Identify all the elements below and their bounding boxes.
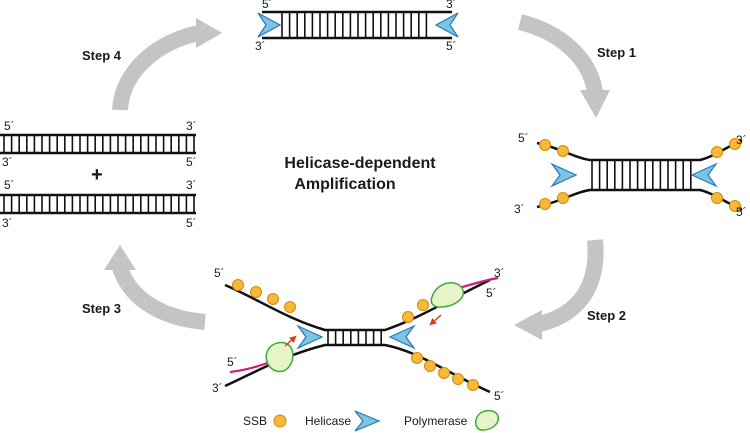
ssb-icon	[411, 352, 423, 364]
cycle-arrows	[112, 14, 604, 333]
fork1-base-pairs	[591, 160, 692, 190]
left2-end-5-right: 5´	[186, 216, 197, 230]
left1-end-5-right: 5´	[186, 155, 197, 169]
arrowhead-step3	[104, 245, 136, 270]
fork2-end-3-bottom-left: 3´	[212, 381, 223, 395]
fork1-end-5-right: 5´	[736, 205, 747, 219]
left1-end-5: 5´	[4, 119, 15, 133]
arrowhead-step4	[196, 18, 222, 48]
helicase-icon-fork1-left	[550, 162, 578, 188]
plus-sign: +	[91, 164, 103, 186]
helicase-icon-fork1-right	[690, 162, 718, 188]
helicase-icon-fork2-right	[388, 324, 416, 350]
fork2-end-5-top-left: 5´	[214, 266, 225, 280]
left-dsdna-1: 5´ 3´ 3´ 5´	[0, 119, 197, 169]
ssb-icon	[284, 301, 296, 313]
cycle-arrow-step3	[112, 265, 206, 330]
top-end-3-right: 3´	[446, 0, 457, 11]
left2-end-5: 5´	[4, 178, 15, 192]
legend-helicase-label: Helicase	[305, 414, 351, 428]
fork2-base-pairs	[327, 330, 383, 345]
ssb-icon	[267, 293, 279, 305]
ssb-icon	[452, 373, 464, 385]
direction-arrow-top	[429, 314, 442, 326]
legend-ssb-label: SSB	[243, 414, 267, 428]
step-1-label: Step 1	[597, 45, 636, 60]
legend-polymerase-icon	[475, 409, 499, 431]
fork2-end-5-primer-top: 5´	[486, 286, 497, 300]
cycle-arrow-step4	[112, 25, 202, 111]
direction-arrow-bottom	[284, 335, 297, 347]
legend-ssb-icon	[273, 414, 287, 428]
fork2-end-5-bottom-right: 5´	[494, 389, 505, 403]
ssb-icon	[729, 200, 741, 212]
helicase-icon-top-left	[257, 12, 282, 38]
ssb-icon	[250, 286, 262, 298]
ssb-icon	[539, 198, 551, 210]
arrowhead-step2	[514, 310, 542, 340]
fork2-end-3-top-right: 3´	[494, 266, 505, 280]
cycle-arrow-step2	[533, 239, 604, 333]
replication-fork-bottom: 5´ 3´ 5´ 5´ 3´ 5´	[212, 266, 505, 403]
left1-end-3-right: 3´	[186, 119, 197, 133]
title-line-1: Helicase-dependent	[284, 155, 436, 172]
polymerase-icon-bottom	[265, 341, 294, 373]
top-end-5-left: 5´	[262, 0, 273, 11]
left2-end-3-right: 3´	[186, 178, 197, 192]
ssb-icon	[402, 311, 414, 323]
title-line-2: Amplification	[294, 176, 395, 193]
cycle-arrowheads	[104, 18, 610, 340]
ssb-icon	[438, 367, 450, 379]
cycle-arrow-step1	[517, 14, 603, 94]
step-4-label: Step 4	[82, 48, 122, 63]
fork1-end-5-left: 5´	[518, 131, 529, 145]
ssb-icon	[729, 138, 741, 150]
ssb-icon	[711, 146, 723, 158]
left1-end-3-left: 3´	[2, 155, 13, 169]
helicase-icon-fork2-left	[296, 324, 324, 350]
ssb-icon	[467, 379, 479, 391]
fork2-ssb-group	[232, 279, 479, 391]
helicase-icon-top-right	[434, 12, 459, 38]
left2-end-3-left: 3´	[2, 216, 13, 230]
fork2-end-5-primer-bottom: 5´	[227, 355, 238, 369]
top-end-5-right: 5´	[446, 39, 457, 53]
unwinding-fork-right: 5´ 3´ 3´ 5´	[514, 131, 747, 219]
left-dsdna-2: 5´ 3´ 3´ 5´	[0, 178, 197, 230]
ssb-icon	[557, 145, 569, 157]
step-3-label: Step 3	[82, 301, 121, 316]
ssb-icon	[232, 279, 244, 291]
arrowhead-step1	[580, 90, 610, 118]
left1-base-pairs	[3, 135, 195, 153]
top-dsdna: 5´ 3´ 3´ 5´	[255, 0, 459, 53]
fork1-end-3-left: 3´	[514, 202, 525, 216]
ssb-icon	[417, 299, 429, 311]
top-end-3-left: 3´	[255, 39, 266, 53]
polymerase-icon-top	[430, 282, 465, 308]
legend: SSB Helicase Polymerase	[243, 409, 499, 432]
legend-helicase-icon	[354, 410, 381, 432]
ssb-icon	[557, 192, 569, 204]
fork1-ssb-group	[539, 138, 741, 212]
top-base-pairs	[281, 12, 428, 38]
ssb-icon	[424, 360, 436, 372]
step-2-label: Step 2	[587, 308, 626, 323]
legend-polymerase-label: Polymerase	[404, 414, 468, 428]
left2-base-pairs	[3, 195, 195, 213]
fork1-end-3-right: 3´	[736, 133, 747, 147]
ssb-icon	[539, 139, 551, 151]
ssb-icon	[711, 192, 723, 204]
